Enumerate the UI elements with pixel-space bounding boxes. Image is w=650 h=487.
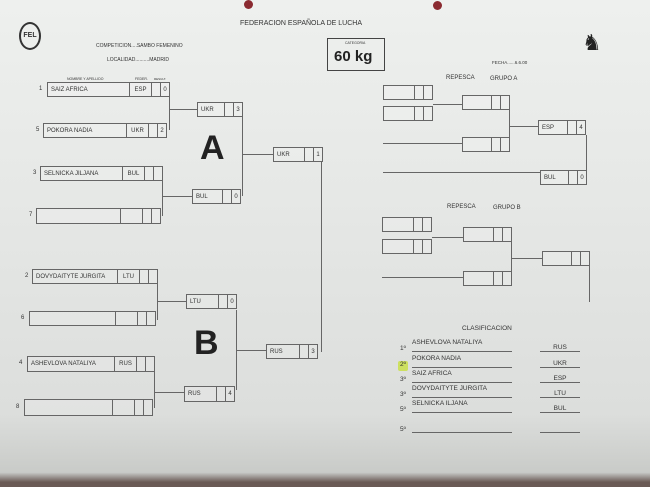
category-value: 60 kg (334, 48, 373, 65)
repesca-b-label: REPESCA (447, 204, 476, 210)
seed: 3 (33, 170, 37, 176)
location: LOCALIDAD..........MADRID (107, 57, 169, 63)
classification-row: 5º (400, 420, 590, 434)
highlight-mark (398, 361, 408, 371)
federation-logo: FEL (19, 22, 41, 50)
pool-a-letter: A (200, 129, 225, 167)
bracket-entry (382, 239, 432, 254)
bracket-entry (462, 95, 510, 110)
pool-b-letter: B (194, 324, 219, 362)
col-name-header: NOMBRE Y APELLIDO (67, 77, 104, 81)
bracket-entry (542, 251, 590, 266)
seed: 6 (21, 315, 25, 321)
seed: 5 (36, 127, 40, 133)
repesca-a-group: GRUPO A (490, 76, 518, 82)
bracket-entry (383, 106, 433, 121)
category-label: CATEGORIA (345, 41, 366, 45)
col-result-header: RESULT. (154, 77, 167, 81)
bracket-entry (382, 217, 432, 232)
seed: 1 (39, 86, 43, 92)
seed: 2 (25, 273, 29, 279)
date: FECHA......6.6.00 (492, 60, 528, 65)
seed: 7 (29, 212, 33, 218)
bracket-entry (383, 85, 433, 100)
seed: 4 (19, 360, 23, 366)
bracket-entry (36, 208, 161, 224)
pin (244, 0, 253, 9)
competition: COMPETICION....SAMBO FEMENINO (96, 43, 183, 49)
col-feder-header: FEDER. (135, 77, 148, 81)
bracket-entry (24, 399, 153, 416)
category-box: CATEGORIA 60 kg (327, 38, 385, 71)
bracket-entry (462, 137, 510, 152)
pin (433, 1, 442, 10)
bracket-entry (463, 227, 512, 242)
seed: 8 (16, 404, 20, 410)
repesca-b-group: GRUPO B (493, 205, 521, 211)
wrestlers-logo: ♞ (582, 30, 602, 55)
document-title: FEDERACION ESPAÑOLA DE LUCHA (240, 20, 363, 27)
bracket-entry (463, 271, 512, 286)
bracket-entry (29, 311, 156, 326)
repesca-a-label: REPESCA (446, 75, 475, 81)
classification-title: CLASIFICACION (462, 325, 512, 332)
